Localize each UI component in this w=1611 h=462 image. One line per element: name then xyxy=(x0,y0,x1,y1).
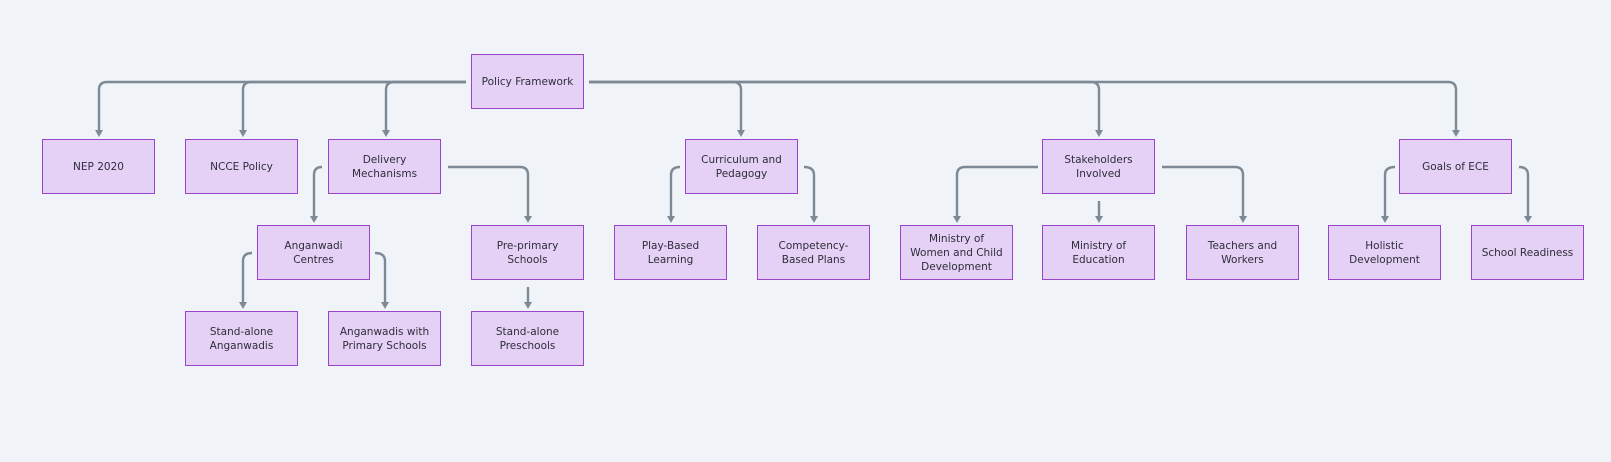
arrowhead xyxy=(1095,216,1103,223)
node-label: Pre-primary Schools xyxy=(496,239,559,266)
arrowhead xyxy=(95,130,103,137)
arrowhead xyxy=(239,302,247,309)
edge-policy-to-stakeholders xyxy=(589,80,1101,130)
edge-goals-to-readiness xyxy=(1518,165,1530,216)
arrowhead xyxy=(1381,216,1389,223)
edge-stakeholders-to-teachers xyxy=(1162,165,1245,216)
node-ministry-women-child[interactable]: Ministry of Women and Child Development xyxy=(900,225,1013,280)
node-label: School Readiness xyxy=(1481,246,1574,259)
arrowhead xyxy=(1524,216,1532,223)
arrowhead xyxy=(667,216,675,223)
edge-curriculum-to-competency xyxy=(803,165,816,216)
edge-delivery-to-preprimary xyxy=(448,165,530,216)
node-goals-of-ece[interactable]: Goals of ECE xyxy=(1399,139,1512,194)
node-label: Stand-alone Preschools xyxy=(495,325,560,352)
node-label: Goals of ECE xyxy=(1422,160,1489,173)
node-label: Ministry of Education xyxy=(1070,239,1127,266)
node-ministry-education[interactable]: Ministry of Education xyxy=(1042,225,1155,280)
edge-anganwadi-to-standalone xyxy=(241,251,253,302)
node-label: Anganwadis with Primary Schools xyxy=(339,325,430,352)
edge-delivery-to-anganwadi xyxy=(312,165,323,216)
arrowhead xyxy=(382,130,390,137)
node-ncce-policy[interactable]: NCCE Policy xyxy=(185,139,298,194)
arrowhead xyxy=(1239,216,1247,223)
node-standalone-preschools[interactable]: Stand-alone Preschools xyxy=(471,311,584,366)
node-label: Curriculum and Pedagogy xyxy=(701,153,782,180)
arrowhead xyxy=(1095,130,1103,137)
node-teachers-workers[interactable]: Teachers and Workers xyxy=(1186,225,1299,280)
edge-policy-to-delivery xyxy=(384,80,466,130)
node-play-based-learning[interactable]: Play-Based Learning xyxy=(614,225,727,280)
edge-goals-to-holistic xyxy=(1383,165,1396,216)
arrowhead xyxy=(239,130,247,137)
node-delivery-mechanisms[interactable]: Delivery Mechanisms xyxy=(328,139,441,194)
arrowhead xyxy=(310,216,318,223)
node-label: NEP 2020 xyxy=(73,160,124,173)
node-school-readiness[interactable]: School Readiness xyxy=(1471,225,1584,280)
edge-curriculum-to-playbased xyxy=(669,165,681,216)
node-label: Stakeholders Involved xyxy=(1064,153,1133,180)
node-nep-2020[interactable]: NEP 2020 xyxy=(42,139,155,194)
edge-policy-to-curriculum xyxy=(589,80,743,130)
node-label: Holistic Development xyxy=(1349,239,1420,266)
arrowhead xyxy=(810,216,818,223)
node-label: NCCE Policy xyxy=(210,160,273,173)
node-label: Delivery Mechanisms xyxy=(351,153,418,180)
edge-policy-to-nep xyxy=(97,80,466,130)
node-label: Teachers and Workers xyxy=(1207,239,1278,266)
arrowhead xyxy=(953,216,961,223)
arrowhead xyxy=(1452,130,1460,137)
node-anganwadis-primary-schools[interactable]: Anganwadis with Primary Schools xyxy=(328,311,441,366)
node-stakeholders-involved[interactable]: Stakeholders Involved xyxy=(1042,139,1155,194)
node-holistic-development[interactable]: Holistic Development xyxy=(1328,225,1441,280)
node-label: Play-Based Learning xyxy=(641,239,700,266)
edge-policy-to-ncce xyxy=(241,80,466,130)
arrowhead xyxy=(524,302,532,309)
node-label: Competency-Based Plans xyxy=(778,239,849,266)
node-policy-framework[interactable]: Policy Framework xyxy=(471,54,584,109)
arrowhead xyxy=(737,130,745,137)
node-standalone-anganwadis[interactable]: Stand-alone Anganwadis xyxy=(185,311,298,366)
node-pre-primary-schools[interactable]: Pre-primary Schools xyxy=(471,225,584,280)
edge-anganwadi-to-primary xyxy=(374,251,387,302)
edge-policy-to-goals xyxy=(589,80,1458,130)
edge-stakeholders-to-ministry-women xyxy=(955,165,1038,216)
arrowhead xyxy=(524,216,532,223)
node-anganwadi-centres[interactable]: Anganwadi Centres xyxy=(257,225,370,280)
node-competency-based-plans[interactable]: Competency-Based Plans xyxy=(757,225,870,280)
node-label: Stand-alone Anganwadis xyxy=(209,325,274,352)
node-label: Ministry of Women and Child Development xyxy=(910,232,1003,273)
node-label: Policy Framework xyxy=(481,75,574,88)
node-curriculum-pedagogy[interactable]: Curriculum and Pedagogy xyxy=(685,139,798,194)
arrowhead xyxy=(381,302,389,309)
node-label: Anganwadi Centres xyxy=(284,239,343,266)
